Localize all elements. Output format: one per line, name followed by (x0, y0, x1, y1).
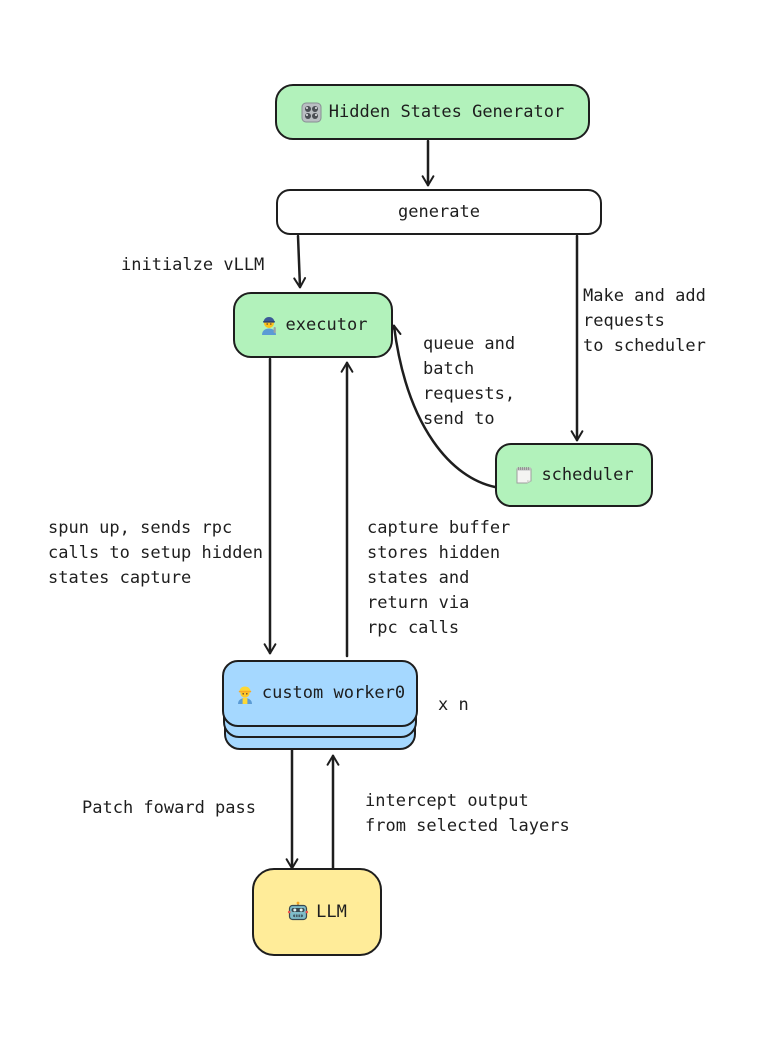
arrow-generate-to-executor (293, 234, 307, 289)
node-hidden-states-generator: Hidden States Generator (275, 84, 590, 140)
annotation-queue-batch: queue and batch requests, send to (423, 334, 516, 429)
node-label: Hidden States Generator (328, 101, 565, 122)
node-custom-worker: custom worker0 (222, 660, 418, 727)
annotation-patch-forward-pass: Patch foward pass (82, 798, 256, 818)
annotation-make-requests: Make and add requests to scheduler (583, 286, 706, 356)
node-executor: executor (233, 292, 393, 358)
node-label: generate (398, 201, 480, 222)
annotation-intercept-output: intercept output from selected layers (365, 791, 570, 836)
annotation-capture-buffer: capture buffer stores hidden states and … (367, 518, 511, 638)
node-label: custom worker0 (261, 683, 406, 703)
construction-worker-icon (235, 684, 255, 704)
control-knobs-icon (301, 102, 322, 123)
node-label: LLM (316, 901, 347, 922)
annotation-initialize-vllm: initialze vLLM (121, 255, 265, 275)
node-generate: generate (276, 189, 602, 235)
mechanic-icon (259, 315, 279, 335)
node-scheduler: scheduler (495, 443, 653, 507)
node-llm: LLM (252, 868, 382, 956)
node-label: executor (285, 314, 368, 335)
robot-icon (287, 901, 309, 923)
notepad-icon (514, 465, 534, 485)
annotation-spun-up-rpc: spun up, sends rpc calls to setup hidden… (48, 518, 263, 588)
node-label: scheduler (541, 464, 634, 485)
worker-multiplicity-label: x n (438, 695, 469, 715)
